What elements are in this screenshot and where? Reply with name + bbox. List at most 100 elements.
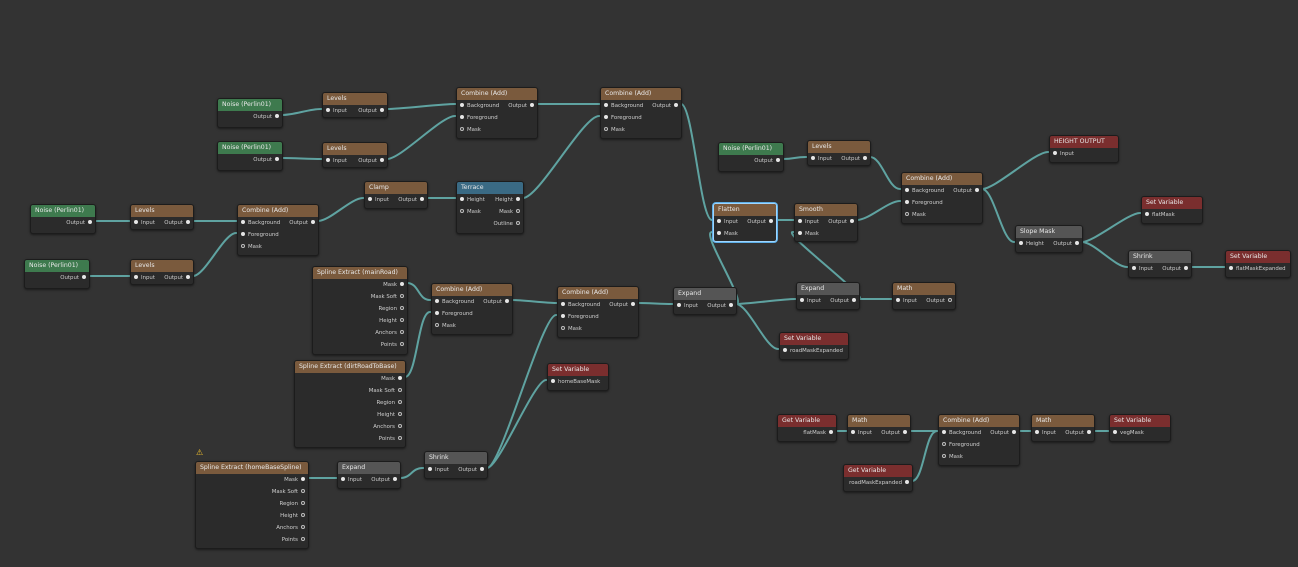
input-port[interactable]	[561, 302, 565, 306]
input-port[interactable]	[241, 232, 245, 236]
node-title[interactable]: Flatten	[714, 204, 776, 216]
output-port[interactable]	[186, 220, 190, 224]
input-port[interactable]	[905, 200, 909, 204]
output-port[interactable]	[1075, 241, 1079, 245]
node-title[interactable]: Combine (Add)	[432, 284, 512, 296]
wire-expand2-to-setvar-road[interactable]	[730, 303, 784, 350]
output-port[interactable]	[301, 489, 305, 493]
node-title[interactable]: Combine (Add)	[601, 88, 681, 100]
node-title[interactable]: Expand	[338, 462, 400, 474]
input-port[interactable]	[428, 467, 432, 471]
node-title[interactable]: Get Variable	[778, 415, 836, 427]
node-title[interactable]: Combine (Add)	[902, 173, 982, 185]
input-port[interactable]	[717, 231, 721, 235]
output-port[interactable]	[398, 388, 402, 392]
output-port[interactable]	[863, 156, 867, 160]
input-port[interactable]	[604, 115, 608, 119]
output-port[interactable]	[380, 108, 384, 112]
input-port[interactable]	[326, 158, 330, 162]
node-title[interactable]: Noise (Perlin01)	[31, 205, 95, 217]
output-port[interactable]	[400, 318, 404, 322]
node-title[interactable]: HEIGHT OUTPUT	[1050, 136, 1118, 148]
input-port[interactable]	[604, 103, 608, 107]
output-port[interactable]	[729, 303, 733, 307]
output-port[interactable]	[186, 275, 190, 279]
output-port[interactable]	[1184, 266, 1188, 270]
input-port[interactable]	[551, 379, 555, 383]
output-port[interactable]	[275, 114, 279, 118]
input-port[interactable]	[326, 108, 330, 112]
input-port[interactable]	[1113, 430, 1117, 434]
node-title[interactable]: Math	[893, 283, 955, 295]
input-port[interactable]	[460, 103, 464, 107]
node-title[interactable]: Clamp	[365, 182, 427, 194]
input-port[interactable]	[677, 303, 681, 307]
input-port[interactable]	[1132, 266, 1136, 270]
input-port[interactable]	[134, 220, 138, 224]
input-port[interactable]	[905, 212, 909, 216]
output-port[interactable]	[400, 294, 404, 298]
node-title[interactable]: Shrink	[1129, 251, 1191, 263]
wire-perlin2-to-levels2[interactable]	[276, 157, 327, 160]
node-perlin1[interactable]: Noise (Perlin01)Output	[217, 98, 283, 128]
input-port[interactable]	[561, 326, 565, 330]
output-port[interactable]	[400, 282, 404, 286]
output-port[interactable]	[530, 103, 534, 107]
output-port[interactable]	[975, 188, 979, 192]
input-port[interactable]	[942, 454, 946, 458]
input-port[interactable]	[460, 209, 464, 213]
wire-shrink2-to-setvar-home[interactable]	[481, 379, 552, 469]
output-port[interactable]	[769, 219, 773, 223]
output-port[interactable]	[400, 306, 404, 310]
node-title[interactable]: Spline Extract (homeBaseSpline)	[196, 462, 308, 474]
node-title[interactable]: Set Variable	[780, 333, 848, 345]
input-port[interactable]	[811, 156, 815, 160]
node-title[interactable]: Levels	[131, 205, 193, 217]
output-port[interactable]	[776, 158, 780, 162]
output-port[interactable]	[852, 298, 856, 302]
output-port[interactable]	[631, 302, 635, 306]
output-port[interactable]	[829, 430, 833, 434]
node-title[interactable]: Combine (Add)	[939, 415, 1019, 427]
wire-combine4-to-height-output[interactable]	[976, 151, 1054, 190]
output-port[interactable]	[903, 430, 907, 434]
input-port[interactable]	[241, 220, 245, 224]
input-port[interactable]	[460, 127, 464, 131]
output-port[interactable]	[516, 197, 520, 201]
node-title[interactable]: Levels	[131, 260, 193, 272]
output-port[interactable]	[301, 513, 305, 517]
input-port[interactable]	[798, 231, 802, 235]
node-perlin4[interactable]: Noise (Perlin01)Output	[24, 259, 90, 289]
output-port[interactable]	[674, 103, 678, 107]
output-port[interactable]	[398, 424, 402, 428]
input-port[interactable]	[1053, 151, 1057, 155]
node-title[interactable]: Set Variable	[1110, 415, 1170, 427]
output-port[interactable]	[88, 220, 92, 224]
output-port[interactable]	[400, 342, 404, 346]
input-port[interactable]	[1019, 241, 1023, 245]
input-port[interactable]	[798, 219, 802, 223]
node-title[interactable]: Smooth	[795, 204, 857, 216]
node-title[interactable]: Combine (Add)	[457, 88, 537, 100]
wire-expand2-to-expand3[interactable]	[730, 298, 801, 305]
node-title[interactable]: Noise (Perlin01)	[25, 260, 89, 272]
